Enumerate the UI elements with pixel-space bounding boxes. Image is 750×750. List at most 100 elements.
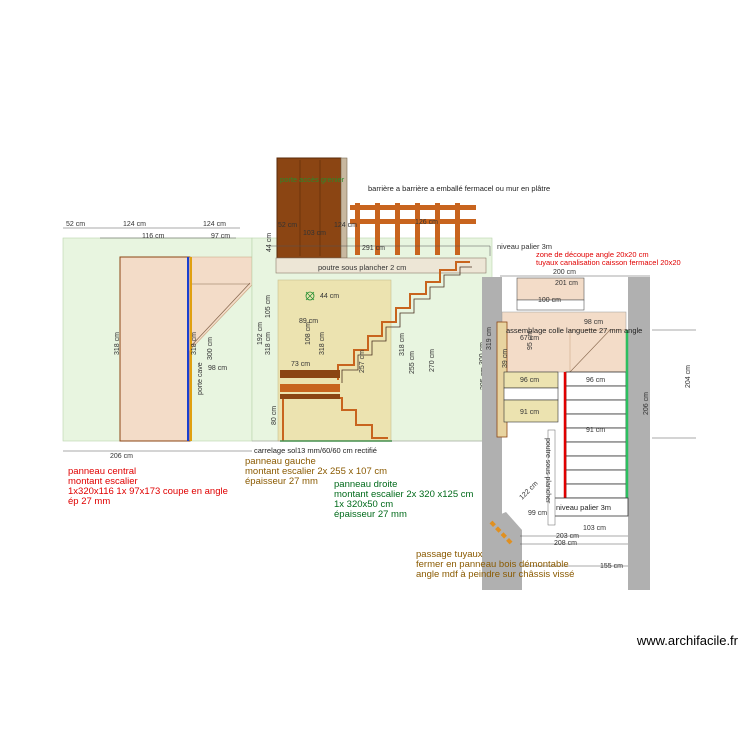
dim-318c: 318 cm	[265, 332, 272, 355]
dim-192: 192 cm	[257, 322, 264, 345]
dim-257: 257 cm	[359, 350, 366, 373]
pipe-passage-cover	[489, 520, 514, 546]
dim-105: 105 cm	[265, 295, 272, 318]
note-central: panneau central montant escalier 1x320x1…	[68, 466, 228, 507]
note-passage-line-3: angle mdf à peindre sur châssis vissé	[416, 569, 574, 580]
dim-73: 73 cm	[291, 361, 310, 368]
landing-board-1	[280, 370, 340, 378]
dim-204: 204 cm	[685, 365, 692, 388]
dim-98a: 98 cm	[208, 365, 227, 372]
beam-vertical	[547, 429, 556, 526]
site-watermark: www.archifacile.fr	[636, 633, 738, 648]
note-passage: passage tuyaux fermer en panneau bois dé…	[416, 549, 574, 580]
dim-201: 201 cm	[555, 280, 578, 287]
dim-52a: 52 cm	[66, 221, 85, 228]
note-gauche-line-3: épaisseur 27 mm	[245, 476, 318, 487]
dim-291: 291 cm	[362, 245, 385, 252]
dim-39: 39 cm	[502, 349, 509, 368]
step-left-2	[503, 387, 559, 401]
pipes-label: tuyaux canalisation caisson fermacel 20x…	[536, 258, 681, 267]
step-left-3	[503, 399, 559, 423]
dim-200: 200 cm	[553, 269, 576, 276]
wall-corner	[482, 277, 500, 300]
cut-zone-label: zone de découpe angle 20x20 cm	[536, 250, 649, 259]
dim-319: 319 cm	[486, 327, 493, 350]
note-gauche: panneau gauche montant escalier 2x 255 x…	[245, 456, 387, 487]
dim-208: 208 cm	[554, 540, 577, 547]
level-top-label: niveau palier 3m	[497, 242, 552, 251]
dim-96a: 96 cm	[520, 377, 539, 384]
landing-board-2	[280, 384, 340, 392]
pipe-passage-wall	[487, 512, 522, 590]
dim-203: 203 cm	[556, 533, 579, 540]
dim-255: 255 cm	[409, 351, 416, 374]
left-panel-area	[277, 279, 392, 442]
dim-98b: 98 cm	[584, 319, 603, 326]
upper-stringer-inner	[341, 266, 472, 383]
note-droite-line-4: épaisseur 27 mm	[334, 509, 407, 520]
dim-91b: 91 cm	[586, 427, 605, 434]
barrier-label: barrière a barrière a emballé fermacel o…	[368, 184, 550, 193]
note-gauche-line-2: montant escalier 2x 255 x 107 cm	[245, 466, 387, 477]
door-frame	[340, 157, 348, 259]
floor-beam	[275, 257, 487, 274]
note-droite: panneau droite montant escalier 2x 320 x…	[334, 479, 473, 520]
landing-board-3	[280, 394, 340, 399]
wall-right	[628, 277, 650, 590]
note-central-line-4: ép 27 mm	[68, 496, 110, 507]
dim-318d: 318 cm	[319, 332, 326, 355]
axis-marker-x2	[305, 291, 315, 301]
note-droite-line-3: 1x 320x50 cm	[334, 499, 393, 510]
note-passage-line-2: fermer en panneau bois démontable	[416, 559, 569, 570]
assembly-label: assemblage colle languette 27 mm angle	[506, 326, 642, 335]
note-droite-line-2: montant escalier 2x 320 x125 cm	[334, 489, 473, 500]
dim-52b: 52 cm	[278, 222, 297, 229]
dim-206a: 206 cm	[110, 453, 133, 460]
attic-door-label: porte accès grenier	[280, 175, 345, 184]
dim-80: 80 cm	[271, 406, 278, 425]
dim-103b: 103 cm	[583, 525, 606, 532]
note-passage-line-1: passage tuyaux	[416, 549, 483, 560]
cut-line	[191, 282, 251, 346]
note-central-line-3: 1x320x116 1x 97x173 coupe en angle	[68, 486, 228, 497]
dim-270: 270 cm	[429, 349, 436, 372]
note-central-line-1: panneau central	[68, 466, 136, 477]
note-droite-line-1: panneau droite	[334, 479, 397, 490]
dim-44b: 44 cm	[320, 293, 339, 300]
stair-steps	[565, 371, 627, 499]
note-gauche-line-1: panneau gauche	[245, 456, 316, 467]
tile-floor-label: carrelage sol13 mm/60/60 cm rectifié	[254, 446, 377, 455]
dim-108: 108 cm	[305, 322, 312, 345]
angle-assembly-zone	[569, 329, 627, 373]
axis-marker	[305, 291, 315, 301]
dim-103a: 103 cm	[303, 230, 326, 237]
dim-95: 95 cm	[527, 331, 534, 350]
dim-318e: 318 cm	[399, 333, 406, 356]
beam-vertical-label: poutre sous plancher	[544, 438, 551, 504]
dim-44a: 44 cm	[266, 233, 273, 252]
dim-99: 99 cm	[528, 510, 547, 517]
dim-96b: 96 cm	[586, 377, 605, 384]
dim-97: 97 cm	[211, 233, 230, 240]
central-panel-board	[119, 256, 191, 442]
dim-124b: 124 cm	[203, 221, 226, 228]
dim-124c: 124 cm	[334, 222, 357, 229]
level-bottom-label: niveau palier 3m	[556, 503, 611, 512]
barrier-rails	[350, 203, 476, 255]
note-central-line-2: montant escalier	[68, 476, 138, 487]
dim-124a: 124 cm	[123, 221, 146, 228]
dim-67: 67 cm	[520, 335, 539, 342]
dim-318a: 318 cm	[114, 332, 121, 355]
dim-126: 126 cm	[415, 219, 438, 226]
dim-155: 155 cm	[600, 563, 623, 570]
dim-300a: 300 cm	[207, 337, 214, 360]
porte-cave-label: porte cave	[197, 362, 204, 395]
dim-100: 100 cm	[538, 297, 561, 304]
dim-116: 116 cm	[142, 233, 165, 240]
angle-line	[569, 329, 611, 373]
attic-door	[276, 157, 342, 259]
dim-91a: 91 cm	[520, 409, 539, 416]
dim-318b: 318 cm	[191, 332, 198, 355]
